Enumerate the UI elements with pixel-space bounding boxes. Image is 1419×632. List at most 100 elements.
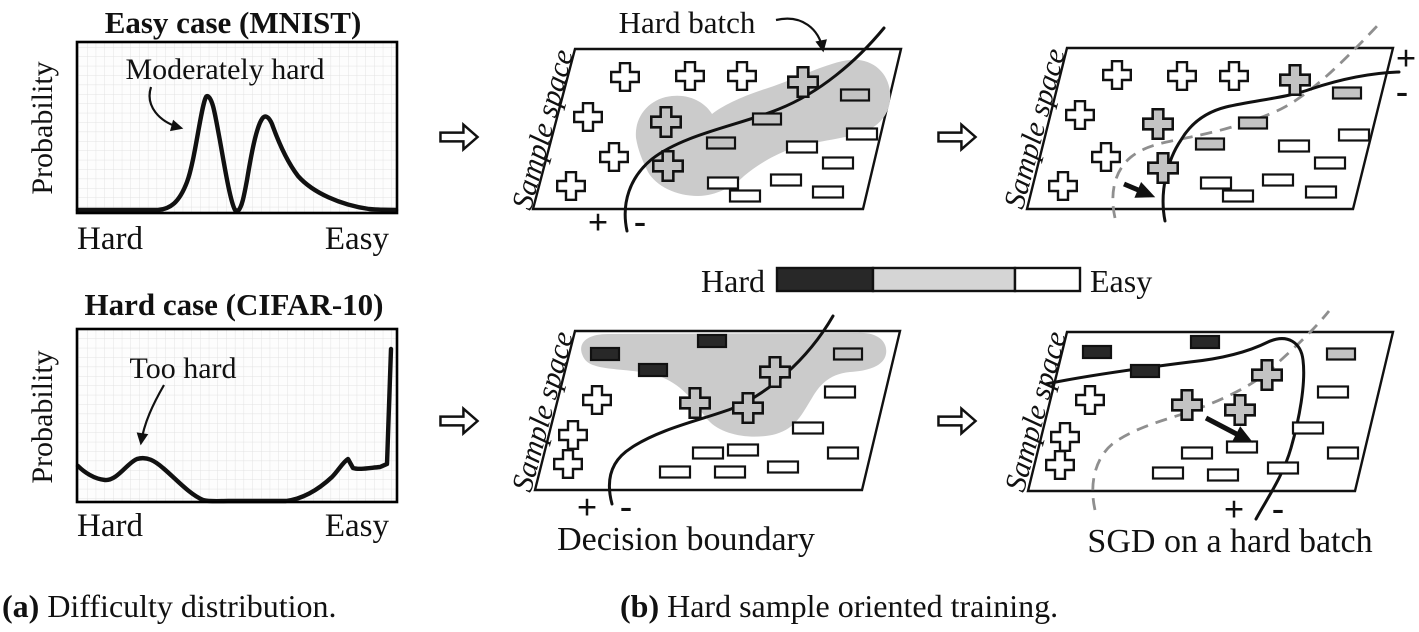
legend-easy-swatch	[1013, 266, 1082, 293]
easy-negative-sample-icon	[1337, 128, 1371, 142]
plot-cifar-ylabel: Probability	[26, 350, 59, 483]
easy-negative-sample-icon	[1313, 156, 1347, 170]
easy-negative-sample-icon	[691, 446, 725, 460]
plot-cifar-xlabel-hard: Hard	[77, 508, 143, 544]
plot-mnist-ylabel: Probability	[26, 61, 59, 194]
easy-negative-sample-icon	[1206, 468, 1240, 482]
plus-class-sign: +	[577, 487, 598, 527]
cifar-density-curve	[75, 346, 394, 504]
sample-space-sgd-hard-batch: Sample space + - SGD on a hard batch	[999, 310, 1395, 560]
plot-cifar: Hard case (CIFAR-10) Probability Too har…	[26, 287, 399, 544]
easy-negative-sample-icon	[658, 465, 692, 479]
plot-mnist-grid	[77, 42, 397, 213]
easy-negative-sample-icon	[811, 185, 845, 199]
too-hard-negative-sample-icon	[637, 362, 669, 378]
too-hard-negative-sample-icon	[589, 346, 621, 362]
hard-negative-sample-icon	[1194, 137, 1226, 151]
plus-class-sign: +	[1224, 489, 1245, 529]
too-hard-negative-sample-icon	[1129, 363, 1161, 379]
flow-arrow-icon	[937, 123, 977, 151]
caption-a-label: (a)	[2, 588, 40, 624]
too-hard-negative-sample-icon	[1189, 334, 1221, 350]
easy-negative-sample-icon	[823, 385, 857, 399]
plus-class-sign: +	[588, 202, 609, 242]
plot-cifar-title: Hard case (CIFAR-10)	[84, 287, 383, 322]
plot-mnist-frame	[75, 40, 399, 215]
caption-b-text: Hard sample oriented training.	[667, 588, 1059, 624]
too-hard-negative-sample-icon	[1081, 344, 1113, 360]
caption-a-text: Difficulty distribution.	[47, 588, 337, 624]
easy-negative-sample-icon	[706, 176, 740, 190]
difficulty-legend: Hard Easy	[701, 263, 1152, 299]
sample-space-after-step-top: Sample space + -	[998, 23, 1417, 223]
mnist-density-curve	[75, 93, 399, 214]
boundary-shift-arrow	[1123, 181, 1156, 198]
easy-negative-sample-icon	[1291, 421, 1325, 435]
too-hard-negative-sample-icon	[696, 333, 728, 349]
easy-negative-sample-icon	[1261, 173, 1295, 187]
legend-hard-label: Hard	[701, 263, 765, 299]
hard-negative-sample-icon	[839, 88, 871, 102]
cifar-annotation: Too hard	[129, 352, 236, 385]
hard-negative-sample-icon	[832, 347, 864, 361]
hard-batch-region	[581, 332, 887, 437]
plot-cifar-xlabel-easy: Easy	[325, 508, 390, 544]
easy-negative-sample-icon	[1326, 446, 1360, 460]
easy-negative-sample-icon	[821, 156, 855, 170]
plot-mnist-xlabel-hard: Hard	[77, 221, 143, 257]
plot-cifar-grid	[77, 329, 397, 502]
legend-easy-label: Easy	[1090, 263, 1152, 299]
caption-a: (a) Difficulty distribution.	[2, 588, 336, 625]
legend-hard-swatch	[775, 266, 875, 293]
easy-negative-sample-icon	[845, 127, 879, 141]
mnist-annotation-arrow-icon	[148, 86, 184, 132]
decision-boundary-curve	[607, 314, 835, 506]
plus-class-sign: +	[1396, 38, 1417, 78]
plot-mnist: Easy case (MNIST) Probability Moderately…	[26, 5, 399, 257]
hard-batch-label: Hard batch	[619, 5, 756, 40]
decision-boundary-label: Decision boundary	[557, 521, 815, 558]
sample-space-hard-batch: Sample space Hard batch + -	[506, 5, 903, 242]
easy-negative-sample-icon	[1304, 185, 1338, 199]
hard-batch-region	[635, 59, 891, 196]
flow-arrow-icon	[439, 123, 479, 151]
caption-b: (b) Hard sample oriented training.	[620, 588, 1058, 625]
easy-negative-sample-icon	[1277, 139, 1311, 153]
mnist-annotation: Moderately hard	[125, 53, 324, 86]
cifar-annotation-arrow-icon	[136, 384, 165, 446]
easy-negative-sample-icon	[791, 421, 825, 435]
easy-negative-sample-icon	[766, 460, 800, 474]
easy-negative-sample-icon	[1266, 461, 1300, 475]
hard-negative-sample-icon	[1237, 116, 1269, 130]
legend-medium-swatch	[871, 266, 1017, 293]
easy-negative-sample-icon	[826, 446, 860, 460]
flow-arrow-icon	[937, 407, 977, 435]
caption-b-label: (b)	[620, 588, 660, 624]
minus-class-sign: -	[1272, 488, 1284, 528]
easy-negative-sample-icon	[1180, 446, 1214, 460]
easy-negative-sample-icon	[728, 189, 762, 203]
minus-class-sign: -	[620, 486, 632, 526]
plot-mnist-title: Easy case (MNIST)	[105, 5, 362, 40]
easy-negative-sample-icon	[1316, 385, 1350, 399]
boundary-shift-arrow	[1204, 415, 1254, 443]
hard-negative-sample-icon	[1331, 86, 1363, 100]
easy-negative-sample-icon	[1225, 440, 1259, 454]
decision-boundary-curve	[623, 26, 886, 233]
easy-negative-sample-icon	[1151, 466, 1185, 480]
easy-negative-sample-icon	[713, 465, 747, 479]
hard-batch-arrow-icon	[775, 17, 827, 53]
hard-negative-sample-icon	[751, 112, 783, 126]
sample-space-decision-boundary: Sample space + - Decision boundary	[506, 314, 902, 558]
easy-negative-sample-icon	[726, 443, 760, 457]
minus-class-sign: -	[1396, 71, 1408, 111]
flow-arrow-icon	[439, 407, 479, 435]
easy-negative-sample-icon	[769, 173, 803, 187]
hard-negative-sample-icon	[705, 136, 737, 150]
easy-negative-sample-icon	[1221, 189, 1255, 203]
hard-negative-sample-icon	[1325, 347, 1357, 361]
plot-mnist-xlabel-easy: Easy	[325, 221, 390, 257]
plot-cifar-frame	[75, 327, 399, 504]
